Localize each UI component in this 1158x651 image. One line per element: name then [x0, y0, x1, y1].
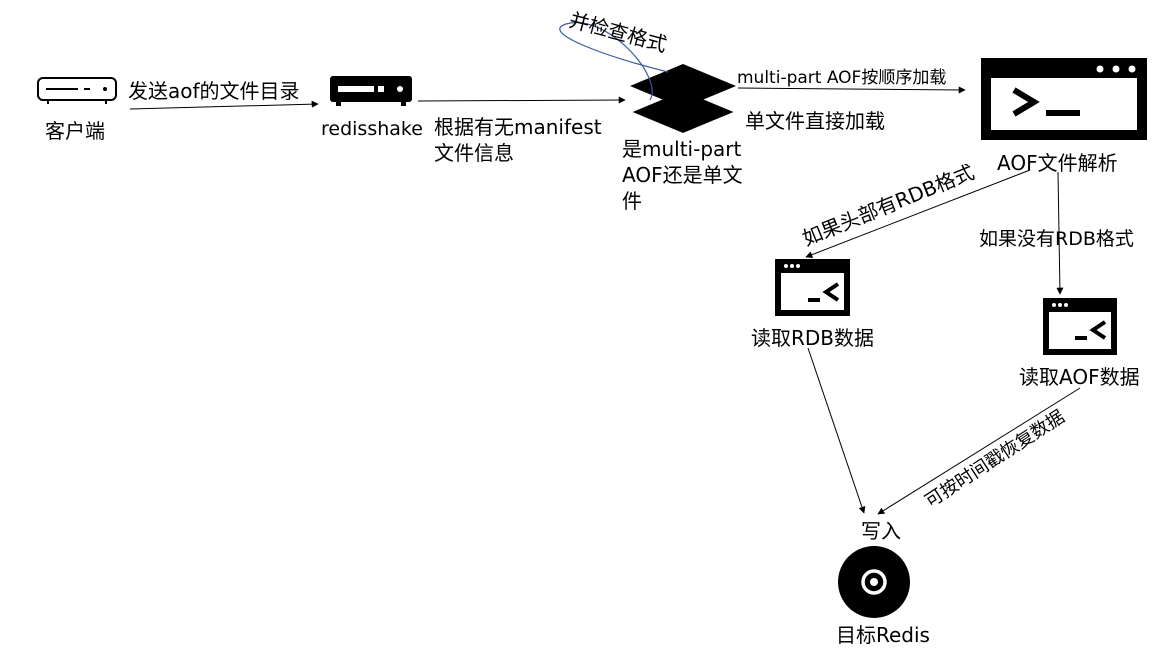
edge-label-if-no-rdb: 如果没有RDB格式	[979, 228, 1134, 250]
edge-label-single-load: 单文件直接加载	[745, 109, 885, 133]
edge-check-format-loop	[559, 21, 669, 101]
edge-client-to-redisshake	[129, 100, 319, 110]
edge-label-if-rdb-header: 如果头部有RDB格式	[799, 160, 978, 251]
edge-aof-parse-to-read-aof	[1056, 171, 1064, 295]
edge-redisshake-to-decision	[417, 96, 626, 104]
read-aof-label: 读取AOF数据	[1019, 365, 1140, 389]
edge-label-multipart-load: multi-part AOF按顺序加载	[737, 68, 946, 88]
decision-label-2: AOF还是单文	[622, 163, 743, 187]
client-device-icon	[37, 77, 117, 104]
read-aof-window-icon	[1043, 298, 1117, 355]
edge-read-rdb-to-target	[807, 347, 866, 514]
client-label: 客户端	[45, 119, 105, 143]
aof-parse-label: AOF文件解析	[997, 151, 1118, 175]
read-rdb-label: 读取RDB数据	[751, 326, 874, 350]
edge-read-aof-to-target	[877, 387, 1081, 515]
edge-decision-to-aof-parse	[737, 86, 966, 94]
edge-label-check-format: 并检查格式	[567, 8, 670, 57]
edge-label-send-dir: 发送aof的文件目录	[128, 79, 300, 103]
edge-label-manifest-2: 文件信息	[434, 141, 514, 165]
terminal-window-icon	[981, 58, 1147, 140]
decision-label-3: 件	[622, 189, 642, 213]
layers-stack-icon	[627, 62, 739, 136]
edge-label-manifest-1: 根据有无manifest	[434, 115, 602, 139]
target-disc-icon	[838, 546, 910, 618]
read-rdb-window-icon	[775, 259, 850, 316]
redisshake-label: redisshake	[321, 118, 423, 140]
edge-aof-parse-to-read-rdb	[805, 169, 1031, 258]
edge-label-write: 写入	[861, 519, 901, 543]
decision-label-1: 是multi-part	[622, 137, 742, 161]
edge-label-restore-timestamp: 可按时间戳恢复数据	[921, 406, 1068, 512]
redisshake-server-icon	[330, 76, 412, 106]
target-label: 目标Redis	[836, 623, 930, 647]
